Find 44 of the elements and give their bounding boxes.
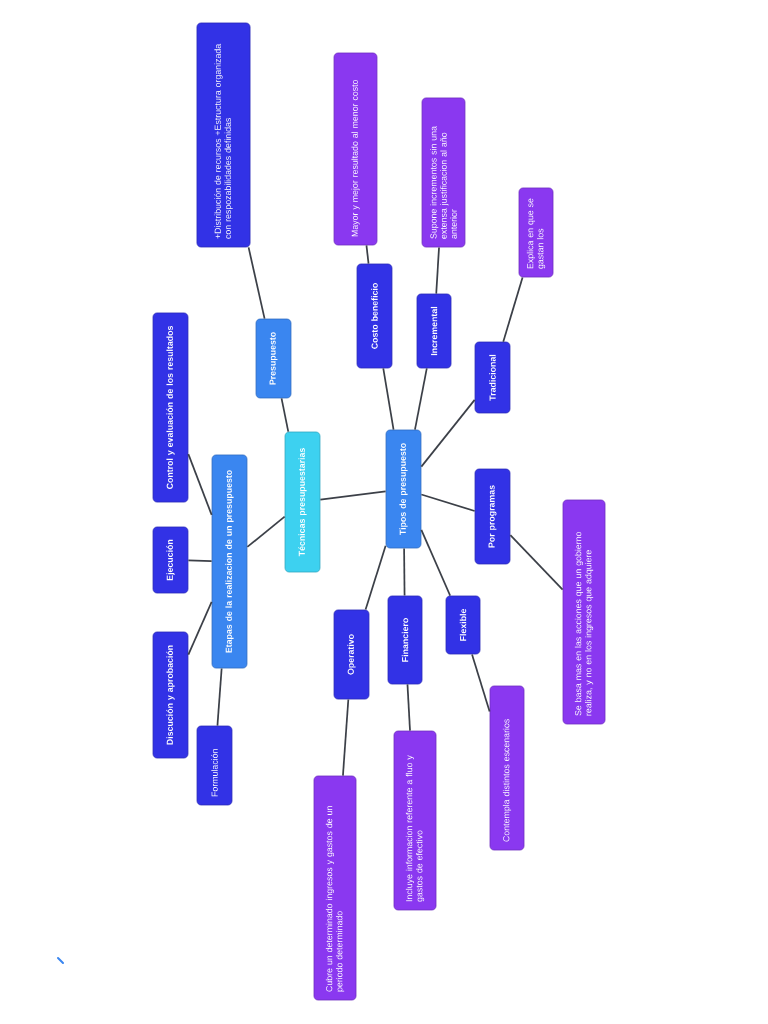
connector-line (187, 453, 213, 516)
subtopic-box: Operativo (333, 609, 370, 700)
subtopic-box: Financiero (387, 595, 423, 685)
subtopic-box: Discución y aprobación (152, 631, 189, 759)
connector-line (280, 397, 290, 433)
subtopic-box: Tradicional (474, 341, 511, 414)
subtopic-box: Formulación (196, 725, 233, 806)
connector-line (414, 367, 428, 431)
connector-line (187, 601, 213, 656)
subtopic-box: +Distribución de recursos +Estructura organizada con respozabilidades definidas (196, 22, 251, 248)
connector-line (364, 544, 387, 611)
connector-line (420, 493, 476, 512)
note-box: Cubre un determinado ingresos y gastos de un periodo determinado (313, 775, 357, 1001)
subtopic-box: Control y evaluación de los resultados (152, 312, 189, 503)
connector-line (187, 559, 213, 562)
connector-line (319, 490, 387, 501)
connector-line (365, 244, 370, 265)
note-box: Contempla distintos escenarios (489, 685, 525, 851)
connector-line (435, 246, 440, 295)
connector-line (471, 653, 491, 713)
connector-line (509, 534, 564, 591)
connector-line (246, 515, 286, 548)
topic-box: Presupuesto (255, 318, 292, 399)
connector-line (403, 547, 406, 597)
connector-line (406, 683, 411, 732)
note-box: Se basa mas en las acciones que un gobierno realiza, y no en los ingresos que adquiere (562, 499, 606, 725)
topic-box: Tipos de presupuesto (385, 429, 422, 549)
subtopic-box: Flexible (445, 595, 481, 655)
subtopic-box: Ejecución (152, 526, 189, 594)
subtopic-box: Por programas (474, 468, 511, 565)
subtopic-box: Costo beneficio (356, 263, 393, 369)
subtopic-box: Incremental (416, 293, 452, 369)
note-box: Supone incrementos sin una extensa justificacion al año anterior (421, 97, 466, 248)
connector-line (502, 276, 524, 343)
connector-line (420, 528, 451, 597)
connector-line (247, 246, 266, 320)
topic-box: Técnicas presupuestarias (284, 431, 321, 573)
connector-line (342, 698, 350, 777)
topic-box: Etapas de la realizacion de un presupuesto (211, 454, 248, 669)
note-box: Mayor y mejor resultado al menor costo (333, 52, 378, 246)
connector-line (216, 667, 223, 727)
connector-line (420, 399, 476, 468)
connector-line (382, 367, 395, 431)
note-box: Explica en que se gastan los (518, 187, 554, 278)
